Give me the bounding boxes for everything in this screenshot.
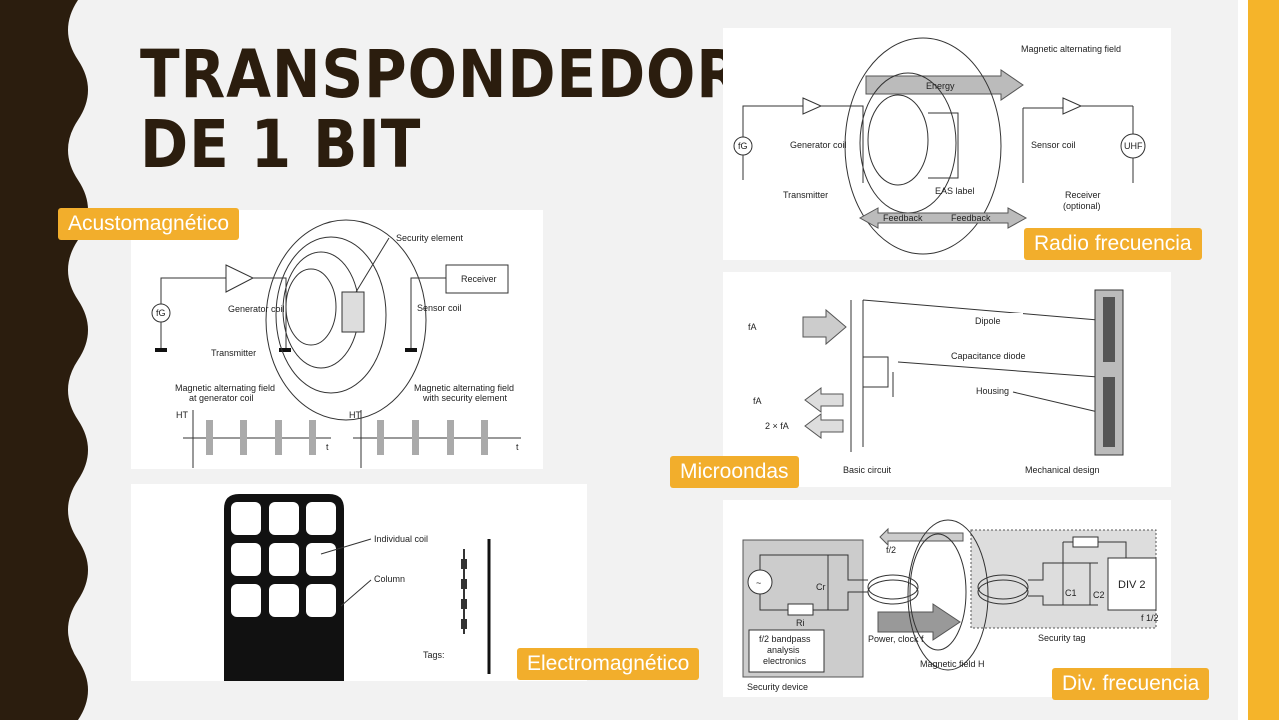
right-accent-band — [1238, 0, 1279, 720]
energy-label: Energy — [926, 81, 955, 91]
label-acustomagnetico: Acustomagnético — [58, 208, 240, 240]
field-caption-1: Magnetic alternating field — [175, 383, 275, 393]
basic-circuit-label: Basic circuit — [843, 465, 892, 475]
dipole-label: Dipole — [975, 316, 1001, 326]
label-radio-frecuencia: Radio frecuencia — [1024, 228, 1202, 260]
optional-label: (optional) — [1063, 201, 1101, 211]
label-microondas: Microondas — [670, 456, 799, 488]
receiver-label: Receiver — [1065, 190, 1101, 200]
cr-label: Cr — [816, 582, 826, 592]
bandpass-label-1: f/2 bandpass — [759, 634, 811, 644]
field-caption-1b: at generator coil — [189, 393, 254, 403]
bandpass-label-3: electronics — [763, 656, 807, 666]
ri-label: Ri — [796, 618, 805, 628]
title-line-2: DE 1 BIT — [140, 106, 422, 183]
field-label: Magnetic alternating field — [1021, 44, 1121, 54]
feedback-label-1: Feedback — [883, 213, 923, 223]
generator-coil-label: Generator coil — [790, 140, 847, 150]
generator-coil-label: Generator coil — [228, 304, 285, 314]
f2-label: f/2 — [886, 545, 896, 555]
fa-label: fA — [748, 322, 757, 332]
sensor-coil-label: Sensor coil — [1031, 140, 1076, 150]
sensor-coil-label: Sensor coil — [417, 303, 462, 313]
label-div-frecuencia: Div. frecuencia — [1052, 668, 1210, 700]
security-tag-label: Security tag — [1038, 633, 1086, 643]
svg-text:~: ~ — [756, 578, 761, 588]
uhf-label: UHF — [1124, 141, 1143, 151]
ht-axis-label: HT — [176, 410, 188, 420]
frequency-divider-diagram: ~ Cr Ri f/2 bandpassanalysiselectronics … — [723, 500, 1171, 697]
c1-label: C1 — [1065, 588, 1077, 598]
security-element-label: Security element — [396, 233, 464, 243]
fa-return-label: fA — [753, 396, 762, 406]
receiver-label: Receiver — [461, 274, 497, 284]
2fa-label: 2 × fA — [765, 421, 789, 431]
security-device-label: Security device — [747, 682, 808, 692]
housing-label: Housing — [976, 386, 1009, 396]
left-wave-band — [0, 0, 88, 720]
fg-label: fG — [738, 141, 748, 151]
microwave-diagram: fA fA 2 × fA Dipole Capacitance diode Ho… — [723, 272, 1171, 487]
ht-axis-label-2: HT — [349, 410, 361, 420]
field-caption-2b: with security element — [422, 393, 508, 403]
bandpass-label-2: analysis — [767, 645, 800, 655]
mechanical-design-label: Mechanical design — [1025, 465, 1100, 475]
electromagnetic-diagram: Individual coil Column Tags: — [131, 484, 587, 681]
capacitance-diode-label: Capacitance diode — [951, 351, 1026, 361]
feedback-label-2: Feedback — [951, 213, 991, 223]
c2-label: C2 — [1093, 590, 1105, 600]
div2-label: DIV 2 — [1118, 579, 1146, 591]
eas-label: EAS label — [935, 186, 975, 196]
label-electromagnetico: Electromagnético — [517, 648, 700, 680]
magnetic-field-label: Magnetic field H — [920, 659, 985, 669]
acoustomagnetic-diagram: fG Generator coil Transmitter Security e… — [131, 210, 543, 469]
transmitter-label: Transmitter — [783, 190, 828, 200]
t-axis-label: t — [326, 442, 329, 452]
power-clock-label: Power, clock f — [868, 634, 924, 644]
f-half-label: f 1/2 — [1141, 613, 1159, 623]
title-line-1: TRANSPONDEDOR — [140, 36, 742, 113]
tags-label: Tags: — [423, 650, 445, 660]
radio-frequency-diagram: Magnetic alternating field Energy fG Gen… — [723, 28, 1171, 260]
individual-coil-label: Individual coil — [374, 534, 428, 544]
fg-label: fG — [156, 308, 166, 318]
transmitter-label: Transmitter — [211, 348, 256, 358]
field-caption-2: Magnetic alternating field — [414, 383, 514, 393]
column-label: Column — [374, 574, 405, 584]
t-axis-label-2: t — [516, 442, 519, 452]
